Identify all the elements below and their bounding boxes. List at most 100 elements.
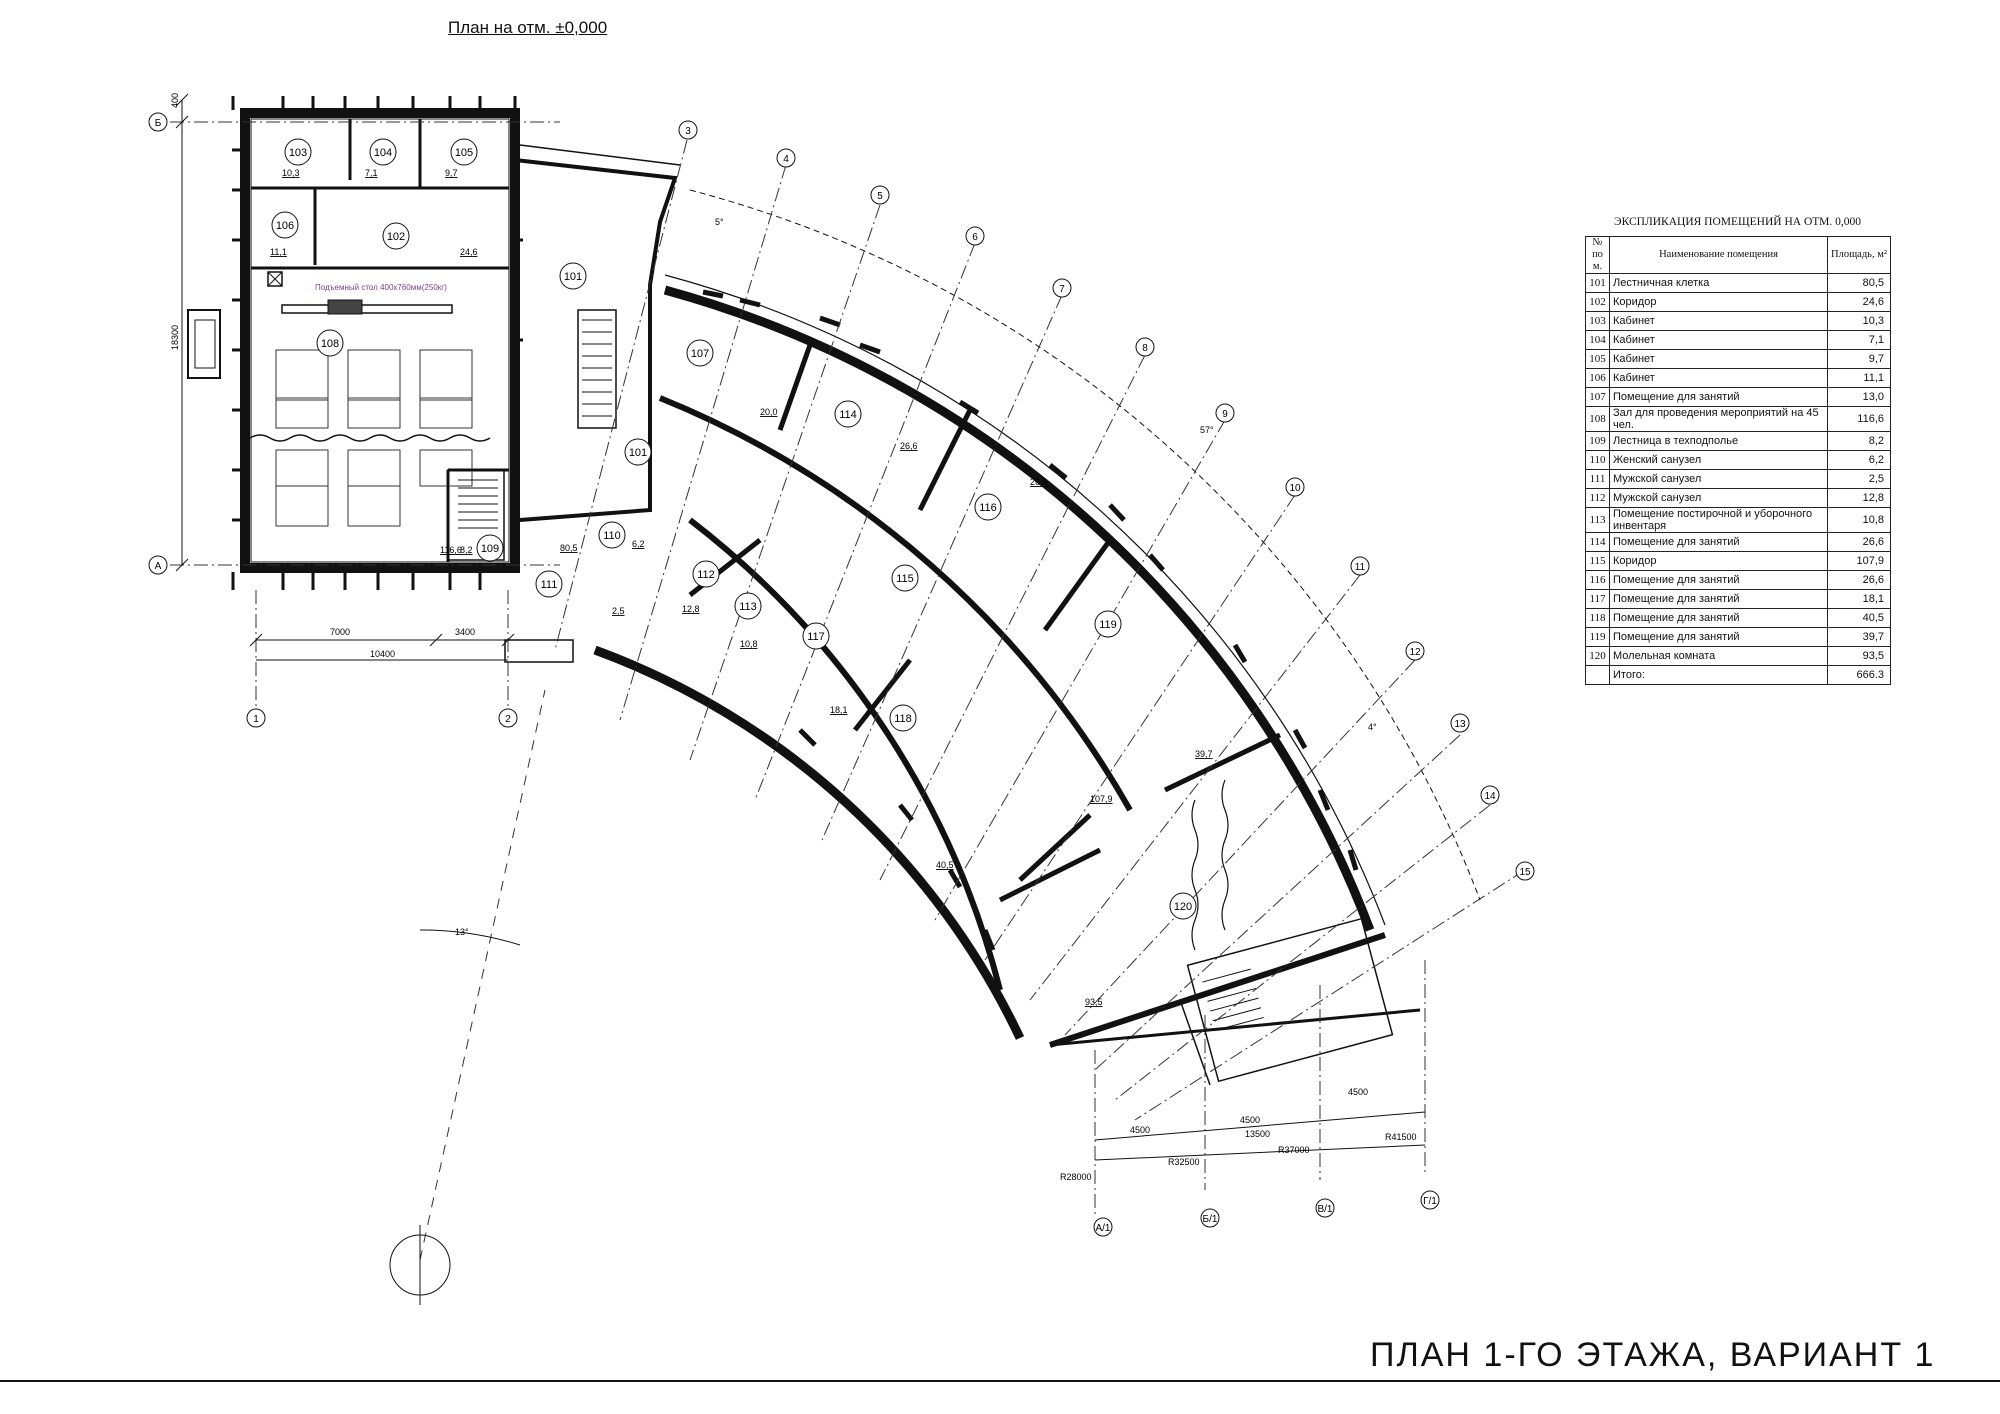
axis-label-a: А [155,561,162,572]
explication-cell-area: 10,3 [1827,311,1891,331]
axis-label-8: 8 [1142,343,1148,354]
room-tag-circle [891,564,919,592]
explication-cell-num: 110 [1585,450,1610,470]
explication-cell-num: 103 [1585,311,1610,331]
room-area-label: 8,2 [460,545,473,555]
explication-cell-num: 105 [1585,349,1610,369]
room-area-label: 2,5 [612,606,625,616]
dim-radius-1: R28000 [1060,1172,1092,1182]
room-area-label: 26,6 [900,441,918,451]
dimension-lines [175,93,1426,1161]
dim-radius-2: R32500 [1168,1157,1200,1167]
explication-cell-num: 114 [1585,532,1610,552]
plan-title: План на отм. ±0,000 [448,18,608,37]
explication-grid: № по м. Наименование помещения Площадь, … [1585,236,1891,685]
axis-label-6: 6 [972,232,978,243]
room-area-label: 10,8 [740,639,758,649]
room-tags: 10310,31047,11059,710611,110224,6108116,… [270,138,1213,1007]
explication-cell-name: Кабинет [1609,368,1828,388]
sheet-border-line [0,1380,2000,1382]
room-tag-number: 117 [807,631,825,643]
room-tag-number: 107 [691,348,709,360]
room-tag-circle [1094,610,1122,638]
explication-cell-name: Коридор [1609,551,1828,571]
angle-13: 13° [455,927,469,937]
explication-cell-area: 2,5 [1827,469,1891,489]
room-area-label: 116,6 [440,545,462,555]
room-tag-number: 101 [629,447,647,459]
explication-cell-area: 13,0 [1827,387,1891,407]
angle-4: 4° [1368,722,1377,732]
explication-cell-name: Мужской санузел [1609,488,1828,508]
explication-cell-num: 118 [1585,608,1610,628]
header-area: Площадь, м² [1827,236,1891,274]
axis-label-b: Б [155,118,162,129]
explication-cell-name: Лестница в техподполье [1609,431,1828,451]
room-tag-number: 106 [276,220,294,232]
explication-cell-area: 12,8 [1827,488,1891,508]
room-tag-circle [624,438,652,466]
room-tag-number: 112 [697,569,715,581]
wing-outer-wall [663,285,1375,932]
explication-cell-area: 6,2 [1827,450,1891,470]
hall-seating [249,349,491,527]
explication-cell-area: 116,6 [1827,406,1891,432]
explication-cell-num: 112 [1585,488,1610,508]
dim-vertical-top: 400 [170,93,180,108]
header-name: Наименование помещения [1609,236,1828,274]
explication-cell-area: 9,7 [1827,349,1891,369]
room-tag-number: 120 [1174,901,1192,913]
wing-radial-partitions [688,344,1282,903]
explication-cell-num: 116 [1585,570,1610,590]
explication-cell-num: 101 [1585,273,1610,293]
room-tag-number: 101 [564,271,582,283]
dim-h-3400: 3400 [455,627,475,637]
angle-57: 57° [1200,425,1214,435]
lift-table-note: Подъемный стол 400х760мм(250кг) [315,283,447,292]
sheet-title: ПЛАН 1-ГО ЭТАЖА, ВАРИАНТ 1 [1370,1336,1936,1374]
north-arrow [389,1225,451,1305]
explication-cell-name: Кабинет [1609,311,1828,331]
rect-block [187,96,523,590]
lift-table-icon [267,271,283,287]
room-tag-number: 116 [979,502,997,514]
room-tag-number: 115 [896,573,914,585]
room-tag-number: 104 [374,147,392,159]
room-area-label: 11,1 [270,247,287,257]
axis-label-9: 9 [1222,409,1228,420]
entrance-porch [187,309,221,379]
axis-label-11: 11 [1355,562,1366,573]
room-area-label: 93,5 [1085,997,1103,1007]
room-tag-number: 105 [455,147,473,159]
explication-cell-area: 26,6 [1827,532,1891,552]
explication-table: ЭКСПЛИКАЦИЯ ПОМЕЩЕНИЙ НА ОТМ. 0,000 № по… [1585,216,1891,685]
room-tag-circle [369,138,397,166]
axis-label-1: 1 [253,714,259,725]
room-tag-number: 110 [603,530,621,542]
explication-cell-num: 119 [1585,627,1610,647]
explication-cell-area: 8,2 [1827,431,1891,451]
explication-cell-area: 107,9 [1827,551,1891,571]
axis-label-12: 12 [1409,647,1421,658]
room-tag-circle [834,400,862,428]
link-stair-block [504,144,681,663]
explication-cell-name: Молельная комната [1609,646,1828,666]
rect-outer-wall [240,108,520,573]
explication-cell-num: 120 [1585,646,1610,666]
room-area-label: 107,9 [1090,794,1113,804]
axis-label-14: 14 [1484,791,1496,802]
explication-caption: ЭКСПЛИКАЦИЯ ПОМЕЩЕНИЙ НА ОТМ. 0,000 [1614,216,1861,228]
room-area-label: 6,2 [632,539,645,549]
room-area-label: 20,0 [760,407,778,417]
explication-header-row: № по м. Наименование помещения Площадь, … [1585,236,1891,274]
angle-5: 5° [715,217,724,227]
